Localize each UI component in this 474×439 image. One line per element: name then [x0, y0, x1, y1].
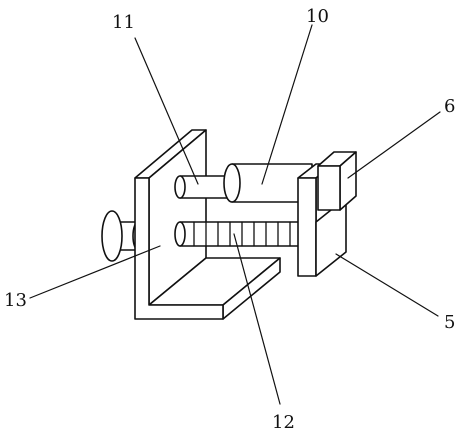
label-11: 11: [112, 12, 135, 33]
label-6: 6: [444, 96, 455, 117]
l-bracket: [134, 129, 281, 320]
leader-6: [347, 111, 441, 179]
leader-12: [233, 233, 281, 405]
cylinder-end: [223, 163, 241, 203]
leader-5: [335, 253, 439, 317]
pad-front: [317, 165, 341, 211]
label-13: 13: [4, 290, 27, 311]
threaded-screw: [174, 221, 306, 247]
screw-end: [174, 221, 186, 247]
guide-rod: [174, 175, 236, 199]
jaw-front: [297, 177, 317, 277]
label-10: 10: [306, 6, 329, 27]
label-5: 5: [444, 312, 455, 333]
leader-11: [134, 37, 199, 185]
leader-13: [29, 245, 161, 299]
bracket-front-face: [134, 177, 224, 320]
guide-rod-end: [174, 175, 186, 199]
label-12: 12: [272, 412, 295, 433]
knob-disc: [101, 210, 123, 262]
leader-lines: [29, 24, 441, 405]
leader-10: [261, 24, 313, 185]
clamp-pad: [317, 151, 357, 211]
